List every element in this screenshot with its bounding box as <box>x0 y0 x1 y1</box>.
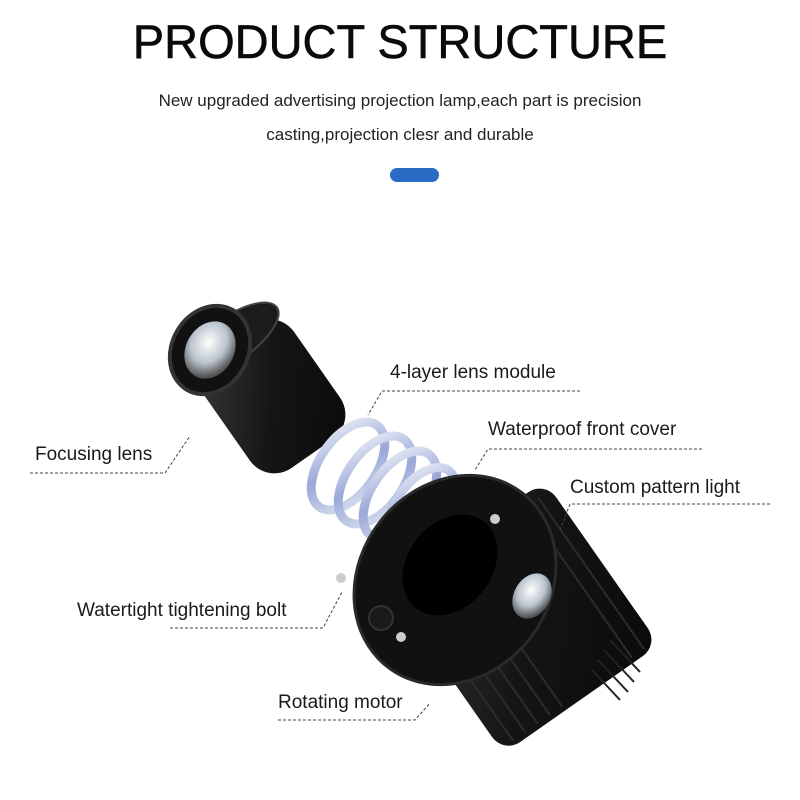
label-pattern-light: Custom pattern light <box>570 477 741 498</box>
focusing-lens-part <box>167 301 346 474</box>
page-title: PRODUCT STRUCTURE <box>132 15 668 69</box>
subtitle-line-2: casting,projection clesr and durable <box>266 125 534 144</box>
label-focusing-lens: Focusing lens <box>35 444 153 465</box>
subtitle-line-1: New upgraded advertising projection lamp… <box>158 91 642 110</box>
label-tightening-bolt: Watertight tightening bolt <box>77 600 287 621</box>
accent-divider <box>390 168 439 182</box>
leader-lines <box>30 390 770 721</box>
label-front-cover: Waterproof front cover <box>488 419 677 440</box>
label-rotating-motor: Rotating motor <box>278 692 403 713</box>
housing-part <box>336 473 652 746</box>
label-lens-module: 4-layer lens module <box>390 362 556 383</box>
